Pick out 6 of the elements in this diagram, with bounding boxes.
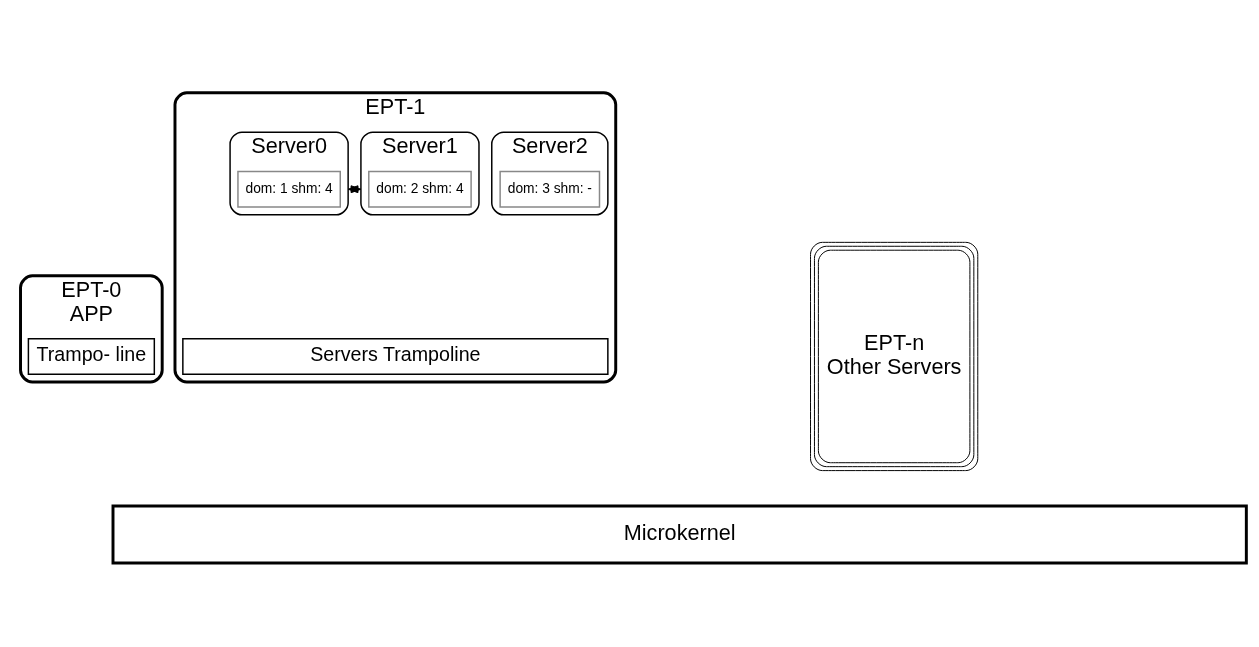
node-box: dom: 1 shm: 4 bbox=[237, 170, 341, 208]
node-box: dom: 3 shm: - bbox=[499, 170, 601, 208]
node-box: Trampo- line bbox=[27, 337, 156, 375]
node-box: Servers Trampoline bbox=[182, 337, 609, 375]
node-box: dom: 2 shm: 4 bbox=[368, 170, 472, 208]
node-box: Microkernel bbox=[111, 504, 1248, 565]
